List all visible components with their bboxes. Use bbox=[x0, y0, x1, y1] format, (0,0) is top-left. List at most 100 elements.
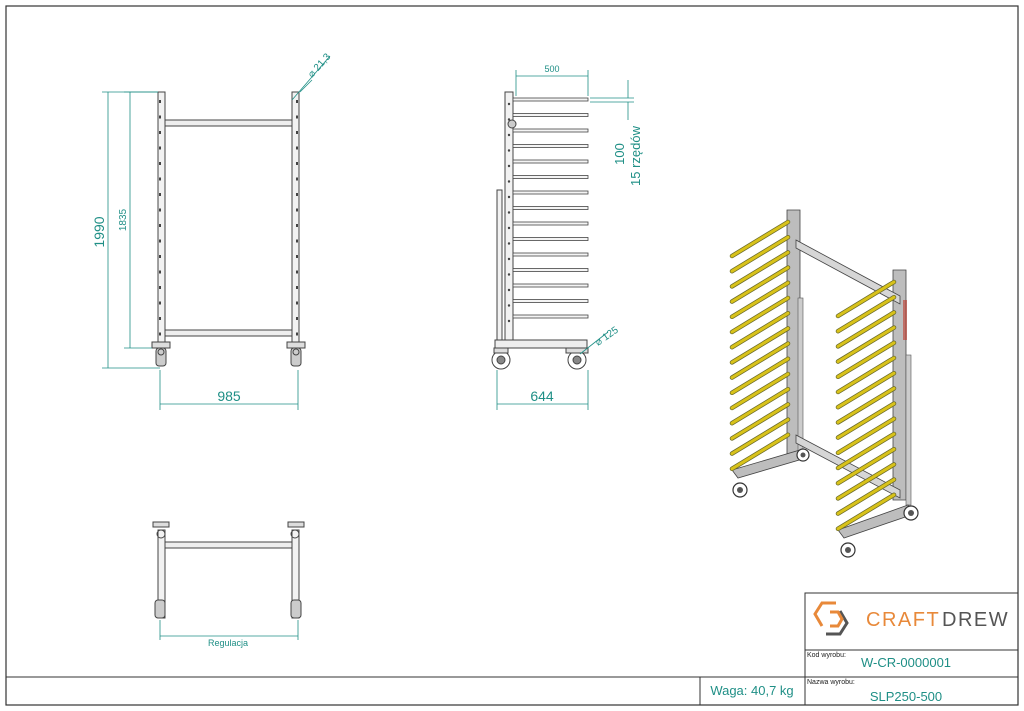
shelf-rail bbox=[512, 314, 589, 319]
front-dimensions bbox=[102, 55, 331, 410]
post-hole bbox=[159, 270, 161, 274]
shelf-rail bbox=[512, 268, 589, 272]
front-view bbox=[151, 91, 306, 367]
shelf-rod-highlight bbox=[836, 417, 896, 455]
brand-right: DREW bbox=[942, 609, 1009, 631]
shelf-rail bbox=[512, 175, 589, 179]
post-hole bbox=[159, 332, 161, 336]
shelf-rod-highlight bbox=[836, 280, 896, 318]
dim-shelf-spacing: 100 bbox=[612, 143, 627, 165]
shelf-rail bbox=[512, 159, 589, 164]
shelf-rail bbox=[512, 221, 589, 226]
shelf-rod-highlight bbox=[730, 418, 790, 456]
top-view bbox=[152, 521, 305, 619]
sheet-border bbox=[5, 5, 1019, 706]
brand-left: CRAFT bbox=[866, 609, 940, 631]
post-hole bbox=[296, 270, 298, 274]
dim-inner-height: 1835 bbox=[118, 208, 129, 231]
shelf-rod-highlight bbox=[836, 447, 896, 485]
post-hole bbox=[507, 102, 511, 106]
isometric-view bbox=[729, 209, 919, 558]
shelf-rod-highlight bbox=[730, 402, 790, 440]
post-hole bbox=[507, 164, 511, 168]
post-hole bbox=[159, 255, 161, 258]
post-hole bbox=[296, 332, 298, 336]
side-dimensions bbox=[496, 70, 634, 410]
shelf-rod-highlight bbox=[836, 462, 896, 500]
shelf-rail bbox=[512, 252, 589, 257]
shelf-rail bbox=[512, 128, 589, 133]
shelf-rod-highlight bbox=[730, 296, 790, 334]
shelf-rod-highlight bbox=[836, 310, 896, 348]
post-hole bbox=[159, 177, 161, 181]
title-block bbox=[6, 592, 1019, 706]
post-hole bbox=[159, 286, 161, 289]
post-hole bbox=[159, 193, 161, 196]
post-hole bbox=[507, 288, 511, 292]
post-hole bbox=[507, 211, 511, 214]
post-hole bbox=[296, 162, 298, 165]
dim-pipe-diameter: ⌀ 21,3 bbox=[306, 51, 333, 80]
shelf-rod-highlight bbox=[730, 220, 790, 258]
post-hole bbox=[159, 131, 161, 134]
post-hole bbox=[296, 286, 298, 289]
weight-value: Waga: 40,7 kg bbox=[710, 683, 793, 698]
name-value: SLP250-500 bbox=[870, 689, 942, 704]
post-hole bbox=[507, 242, 511, 245]
code-label: Kod wyrobu: bbox=[807, 652, 846, 659]
side-view bbox=[491, 91, 589, 370]
post-hole bbox=[296, 100, 298, 103]
shelf-rod-highlight bbox=[730, 281, 790, 319]
shelf-rod-highlight bbox=[836, 341, 896, 379]
shelf-rod-highlight bbox=[730, 433, 790, 471]
post-hole bbox=[159, 115, 161, 119]
post-hole bbox=[159, 224, 161, 227]
shelf-rod-highlight bbox=[836, 295, 896, 333]
post-hole bbox=[507, 133, 511, 137]
hexagon-logo-icon bbox=[813, 601, 849, 636]
name-label: Nazwa wyrobu: bbox=[807, 679, 855, 686]
post-hole bbox=[296, 193, 298, 196]
post-hole bbox=[296, 208, 298, 212]
post-hole bbox=[296, 317, 298, 320]
shelf-rail bbox=[512, 97, 589, 102]
shelf-rod-highlight bbox=[730, 311, 790, 349]
shelf-rod-highlight bbox=[730, 357, 790, 395]
post-hole bbox=[296, 177, 298, 181]
shelf-rod-highlight bbox=[730, 235, 790, 273]
post-hole bbox=[507, 319, 511, 323]
shelf-rod-highlight bbox=[836, 478, 896, 516]
shelf-rod-highlight bbox=[836, 326, 896, 364]
post-hole bbox=[507, 226, 511, 230]
post-hole bbox=[159, 100, 161, 103]
post-hole bbox=[296, 131, 298, 134]
code-value: W-CR-0000001 bbox=[861, 655, 951, 670]
shelf-rod-highlight bbox=[836, 493, 896, 531]
shelf-rod-highlight bbox=[836, 432, 896, 470]
shelf-rod-highlight bbox=[730, 342, 790, 380]
dim-wheel-diameter: ⌀ 125 bbox=[593, 325, 621, 349]
post-hole bbox=[296, 301, 298, 305]
shelf-rod-highlight bbox=[836, 402, 896, 440]
dim-width: 985 bbox=[217, 388, 241, 404]
shelf-rail bbox=[512, 299, 589, 303]
post-hole bbox=[507, 304, 511, 307]
post-hole bbox=[296, 146, 298, 150]
shelf-rail bbox=[512, 113, 589, 117]
post-hole bbox=[159, 146, 161, 150]
post-hole bbox=[159, 301, 161, 305]
post-hole bbox=[296, 239, 298, 243]
post-hole bbox=[507, 195, 511, 199]
shelf-rod-highlight bbox=[836, 356, 896, 394]
shelf-rail bbox=[512, 144, 589, 148]
shelf-rod-highlight bbox=[836, 386, 896, 424]
shelf-rail bbox=[512, 283, 589, 288]
top-dimensions bbox=[159, 620, 299, 640]
shelf-rod-highlight bbox=[730, 266, 790, 304]
post-hole bbox=[296, 224, 298, 227]
shelf-rod-highlight bbox=[730, 372, 790, 410]
post-hole bbox=[507, 149, 511, 152]
dim-adjustment: Regulacja bbox=[208, 638, 248, 648]
post-hole bbox=[507, 257, 511, 261]
